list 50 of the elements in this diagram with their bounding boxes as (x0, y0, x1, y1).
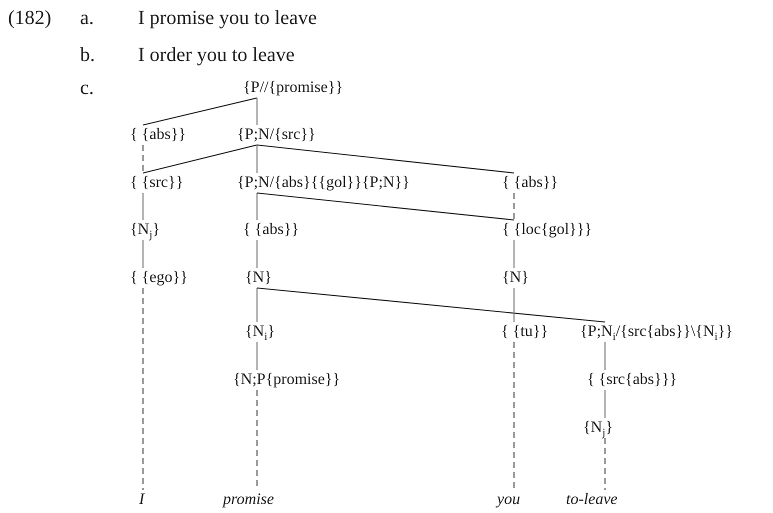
connector-line (256, 240, 258, 268)
category-label: {P//{promise}} (243, 79, 344, 97)
connector-line (142, 144, 258, 174)
category-label: { {abs}} (243, 221, 300, 239)
example-number: (182) (8, 7, 52, 29)
dashed-line (513, 342, 515, 490)
dashed-line (604, 438, 606, 490)
word-label: promise (223, 491, 274, 509)
category-label: {N$_{i}$} (245, 323, 276, 341)
connector-line (256, 144, 514, 174)
connector-line (256, 193, 258, 220)
connector-line (604, 390, 606, 418)
category-label: {N;P{promise}} (233, 371, 340, 389)
category-label: { {src}} (130, 174, 184, 192)
category-label: { {abs}} (130, 126, 186, 144)
example-sentence: I promise you to leave (138, 7, 317, 29)
item-letter: b. (80, 44, 95, 66)
connector-line (142, 193, 144, 220)
connector-line (256, 288, 258, 322)
connector-line (513, 288, 515, 322)
category-label: { {tu}} (501, 323, 548, 341)
word-label: I (139, 491, 144, 509)
dashed-line (142, 145, 144, 173)
category-label: { {abs}} (502, 174, 558, 192)
word-label: to-leave (566, 491, 618, 509)
category-label: {N$_{j}$} (583, 419, 614, 437)
connector-line (142, 240, 144, 268)
item-letter: c. (80, 77, 94, 99)
category-label: { {loc{gol}}} (502, 221, 592, 239)
category-label: { {src{abs}}} (587, 371, 678, 389)
category-label: {P;N/{src}} (237, 126, 316, 144)
connector-line (256, 145, 258, 173)
connector-line (256, 192, 514, 221)
dashed-line (513, 193, 515, 220)
category-label: {P;N/{abs}{{gol}}{P;N}} (237, 174, 410, 192)
category-label: {P;N$_{i}$/{src{abs}}\{N$_{i}$}} (580, 323, 733, 341)
word-label: you (497, 491, 520, 509)
connector-line (604, 342, 606, 370)
connector-line (142, 97, 258, 126)
category-label: {N} (245, 269, 272, 287)
category-label: {N} (502, 269, 529, 287)
item-letter: a. (80, 7, 94, 29)
dashed-line (142, 288, 144, 490)
connector-line (256, 287, 606, 323)
category-label: { {ego}} (130, 269, 188, 287)
connector-line (256, 342, 258, 370)
connector-line (513, 240, 515, 268)
connector-line (256, 98, 258, 125)
category-label: {N$_{j}$} (130, 221, 160, 239)
example-sentence: I order you to leave (138, 44, 295, 66)
